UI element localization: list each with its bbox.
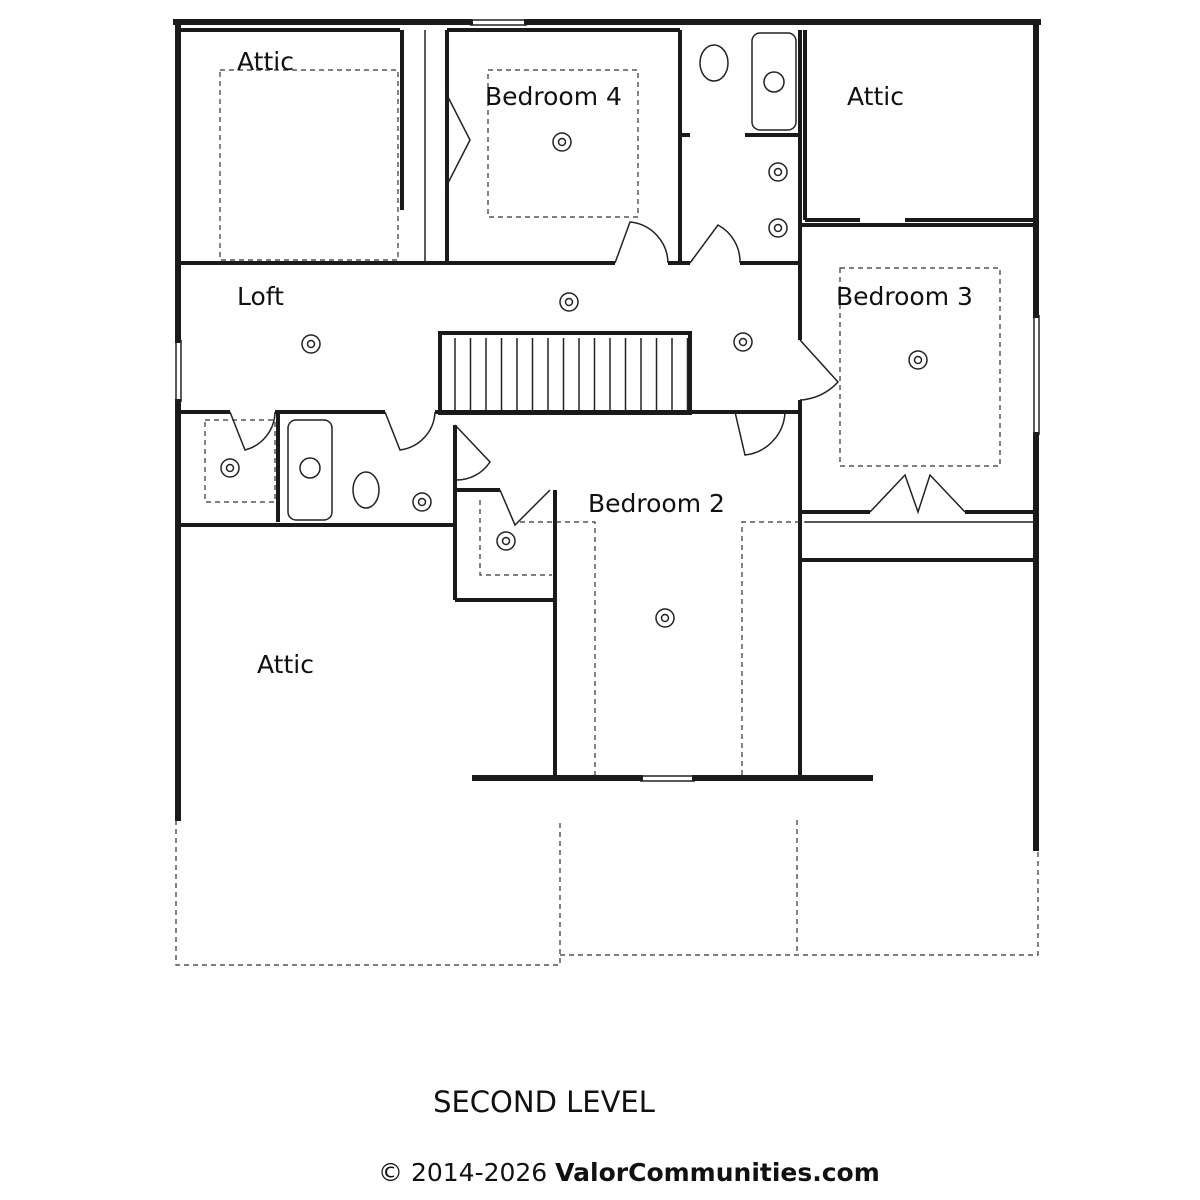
ceiling-light-icon (306, 339, 316, 349)
ceiling-light-icon (773, 223, 783, 233)
ceiling-light-icon (564, 297, 574, 307)
ceiling-light-icon (655, 608, 675, 628)
ceiling-light-icon (738, 337, 748, 347)
room-label-attic-bottom-left: Attic (257, 650, 314, 679)
ceiling-light-icon (501, 536, 511, 546)
ceiling-light-icon (660, 613, 670, 623)
room-label-bedroom-2: Bedroom 2 (588, 489, 725, 518)
ceiling-light-icon (908, 350, 928, 370)
ceiling-light-icon (768, 218, 788, 238)
ceiling-light-icon (301, 334, 321, 354)
ceiling-light-icon (559, 292, 579, 312)
ceiling-light-icon (552, 132, 572, 152)
level-title: SECOND LEVEL (433, 1085, 655, 1119)
ceiling-light-icon (733, 332, 753, 352)
bath-fixtures (287, 32, 797, 521)
room-label-bedroom-3: Bedroom 3 (836, 282, 973, 311)
staircase (438, 331, 692, 415)
room-label-bedroom-4: Bedroom 4 (485, 82, 622, 111)
room-label-attic-top-left: Attic (237, 47, 294, 76)
interior-walls (178, 28, 1036, 775)
ceiling-light-icon (773, 167, 783, 177)
ceiling-light-icon (913, 355, 923, 365)
copyright-line: © 2014-2026 ValorCommunities.com (378, 1158, 880, 1187)
ceiling-light-icon (417, 497, 427, 507)
ceiling-light-icon (225, 463, 235, 473)
ceiling-light-icon (496, 531, 516, 551)
ceiling-lights (220, 132, 928, 628)
doors (229, 94, 966, 527)
exterior-walls (173, 19, 1041, 851)
room-label-loft: Loft (237, 282, 284, 311)
ceiling-light-icon (220, 458, 240, 478)
ceiling-light-icon (557, 137, 567, 147)
ceiling-light-icon (768, 162, 788, 182)
copyright-text: © 2014-2026 (378, 1158, 548, 1187)
brand-link: ValorCommunities.com (555, 1158, 880, 1187)
ceiling-light-icon (412, 492, 432, 512)
room-label-attic-top-right: Attic (847, 82, 904, 111)
dashed-outlines (175, 69, 1039, 966)
